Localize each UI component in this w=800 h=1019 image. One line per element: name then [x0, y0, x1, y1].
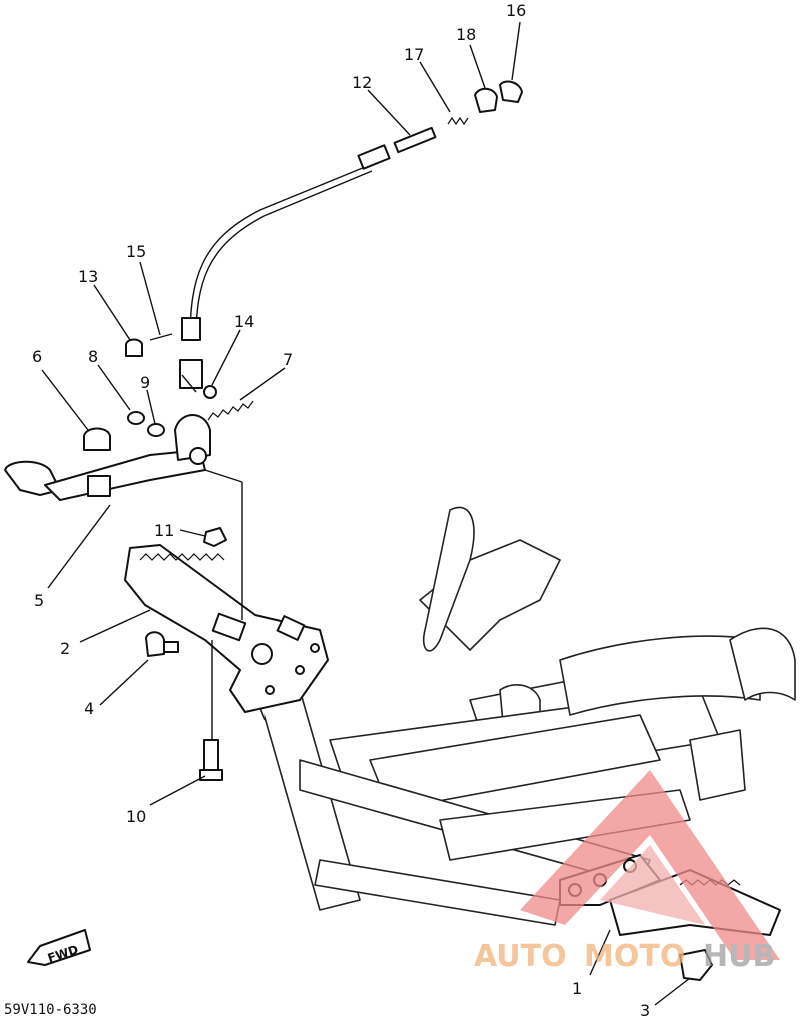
callout-18: 18	[456, 25, 476, 44]
callout-4: 4	[84, 699, 94, 718]
cap-6	[83, 427, 111, 451]
watermark-text-moto: MOTO	[584, 939, 685, 974]
washer-14	[203, 385, 217, 399]
vehicle-frame	[253, 506, 796, 926]
footrest-bracket-2	[124, 544, 329, 713]
forward-direction-arrow: FWD	[27, 929, 91, 966]
washer-9	[147, 423, 165, 437]
callout-13: 13	[78, 267, 98, 286]
watermark: AUTO MOTO HUB	[474, 770, 780, 974]
brake-pedal-5	[4, 414, 211, 501]
bolt-4	[145, 631, 179, 657]
callout-2: 2	[60, 639, 70, 658]
leader-lines	[41, 21, 691, 1006]
callout-14: 14	[234, 312, 254, 331]
callout-9: 9	[140, 373, 150, 392]
callout-3: 3	[640, 1001, 650, 1019]
callout-1: 1	[572, 979, 582, 998]
bolt-3	[679, 949, 713, 981]
callout-7: 7	[283, 350, 293, 369]
callout-16: 16	[506, 1, 526, 20]
callout-11: 11	[154, 521, 174, 540]
bolt-10	[199, 739, 223, 781]
callout-5: 5	[34, 591, 44, 610]
drawing-code: 59V110-6330	[4, 1002, 97, 1018]
brake-cable	[179, 126, 437, 389]
spring-17	[447, 116, 469, 126]
callout-8: 8	[88, 347, 98, 366]
cable-end-16	[499, 80, 523, 103]
clip-15	[149, 333, 173, 341]
spring-7	[207, 400, 254, 421]
watermark-logo-icon	[520, 770, 780, 960]
pin-13	[125, 338, 143, 357]
callout-12: 12	[352, 73, 372, 92]
nut-11	[203, 527, 227, 547]
callout-10: 10	[126, 807, 146, 826]
callout-15: 15	[126, 242, 146, 261]
callout-labels: 16 18 17 12 15 13 14 7 6 8 9 5 11 2 4 10…	[32, 1, 650, 1019]
watermark-text-auto: AUTO	[474, 939, 567, 974]
watermark-text-hub: HUB	[703, 939, 775, 974]
callout-17: 17	[404, 45, 424, 64]
callout-6: 6	[32, 347, 42, 366]
cable-joint-18	[474, 87, 498, 113]
washer-8	[127, 411, 145, 425]
